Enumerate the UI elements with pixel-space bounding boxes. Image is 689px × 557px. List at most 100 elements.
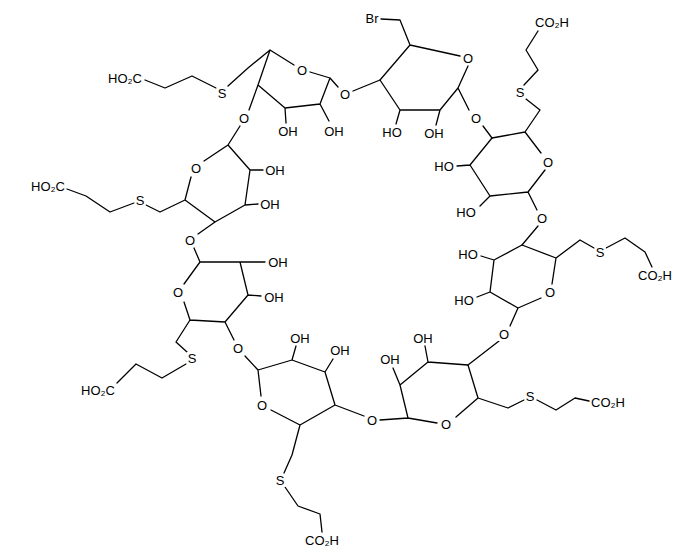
label-slot: O bbox=[232, 339, 244, 357]
label-slot: Br bbox=[365, 9, 380, 27]
label-slot: CO₂H bbox=[590, 393, 626, 411]
atom-label: O bbox=[366, 414, 378, 427]
label-slot: O bbox=[339, 85, 351, 103]
label-slot: OH bbox=[379, 350, 401, 368]
atom-label: OH bbox=[267, 256, 289, 269]
label-slot: O bbox=[440, 415, 452, 433]
atom-label: HO bbox=[433, 160, 455, 173]
glucose-unit-bonds bbox=[468, 238, 652, 365]
label-slot: OH bbox=[267, 253, 289, 271]
label-slot: S bbox=[275, 471, 286, 489]
label-slot: O bbox=[172, 283, 184, 301]
atom-label: OH bbox=[412, 332, 434, 345]
atom-label: S bbox=[187, 352, 198, 365]
label-slot: O bbox=[190, 159, 202, 177]
label-slot: HO bbox=[455, 203, 477, 221]
atom-label: S bbox=[595, 246, 606, 259]
label-slot: OH bbox=[323, 122, 345, 140]
atom-label: O bbox=[498, 328, 510, 341]
label-slot: OH bbox=[289, 329, 311, 347]
label-slot: O bbox=[366, 411, 378, 429]
atom-label: CO₂H bbox=[590, 396, 626, 409]
label-slot: CO₂H bbox=[637, 266, 673, 284]
atom-label: CO₂H bbox=[304, 534, 340, 547]
atom-label: HO₂C bbox=[80, 384, 116, 397]
label-slot: S bbox=[515, 83, 526, 101]
atom-label: O bbox=[238, 112, 250, 125]
glucose-unit-bonds bbox=[67, 126, 263, 234]
atom-label: O bbox=[172, 286, 184, 299]
atom-label: O bbox=[232, 342, 244, 355]
atom-label: O bbox=[256, 399, 268, 412]
label-slot: OH bbox=[259, 195, 281, 213]
glucose-unit-bonds bbox=[117, 248, 265, 383]
atom-label: CO₂H bbox=[534, 16, 570, 29]
atom-label: CO₂H bbox=[637, 269, 673, 282]
atom-label: O bbox=[296, 64, 308, 77]
label-slot: HO bbox=[433, 157, 455, 175]
atom-label: HO bbox=[381, 126, 403, 139]
atom-label: O bbox=[184, 234, 196, 247]
atom-label: OH bbox=[259, 198, 281, 211]
atom-label: OH bbox=[264, 164, 286, 177]
atom-label: Br bbox=[365, 12, 380, 25]
label-slot: OH bbox=[329, 341, 351, 359]
atom-label: OH bbox=[323, 125, 345, 138]
label-slot: O bbox=[542, 153, 554, 171]
label-slot: HO bbox=[453, 291, 475, 309]
atom-label: OH bbox=[329, 344, 351, 357]
atom-label: S bbox=[515, 86, 526, 99]
label-slot: HO₂C bbox=[80, 381, 116, 399]
atom-label: S bbox=[275, 474, 286, 487]
label-slot: HO bbox=[457, 245, 479, 263]
label-slot: O bbox=[470, 109, 482, 127]
atom-label: O bbox=[190, 162, 202, 175]
label-slot: OH bbox=[412, 329, 434, 347]
label-slot: OH bbox=[277, 122, 299, 140]
label-slot: O bbox=[544, 283, 556, 301]
atom-label: HO bbox=[453, 294, 475, 307]
label-slot: O bbox=[238, 109, 250, 127]
label-slot: S bbox=[135, 191, 146, 209]
label-slot: O bbox=[536, 209, 548, 227]
atom-label: O bbox=[544, 286, 556, 299]
label-slot: OH bbox=[423, 124, 445, 142]
label-slot: O bbox=[462, 49, 474, 67]
atom-label: OH bbox=[277, 125, 299, 138]
atom-label: S bbox=[525, 390, 536, 403]
label-slot: S bbox=[217, 84, 228, 102]
label-slot: HO₂C bbox=[107, 69, 143, 87]
label-slot: O bbox=[256, 396, 268, 414]
label-slot: O bbox=[184, 231, 196, 249]
atom-label: O bbox=[462, 52, 474, 65]
atom-label: O bbox=[440, 418, 452, 431]
label-slot: HO bbox=[381, 123, 403, 141]
label-slot: S bbox=[187, 349, 198, 367]
label-slot: CO₂H bbox=[534, 13, 570, 31]
label-slot: O bbox=[296, 61, 308, 79]
atom-label: OH bbox=[289, 332, 311, 345]
glucose-unit-bonds bbox=[145, 50, 380, 123]
glucose-unit-bonds bbox=[380, 19, 492, 138]
atom-label: O bbox=[339, 88, 351, 101]
label-slot: O bbox=[498, 325, 510, 343]
atom-label: HO bbox=[457, 248, 479, 261]
glucose-unit-bonds bbox=[380, 346, 589, 423]
label-slot: CO₂H bbox=[304, 531, 340, 549]
atom-label: OH bbox=[263, 291, 285, 304]
label-slot: S bbox=[595, 243, 606, 261]
label-slot: OH bbox=[263, 288, 285, 306]
atom-label: OH bbox=[379, 353, 401, 366]
atom-label: O bbox=[470, 112, 482, 125]
atom-label: S bbox=[135, 194, 146, 207]
atom-label: HO bbox=[455, 206, 477, 219]
atom-label: O bbox=[542, 156, 554, 169]
label-slot: OH bbox=[264, 161, 286, 179]
atom-label: HO₂C bbox=[107, 72, 143, 85]
atom-label: O bbox=[536, 212, 548, 225]
label-slot: S bbox=[525, 387, 536, 405]
atom-label: HO₂C bbox=[30, 180, 66, 193]
